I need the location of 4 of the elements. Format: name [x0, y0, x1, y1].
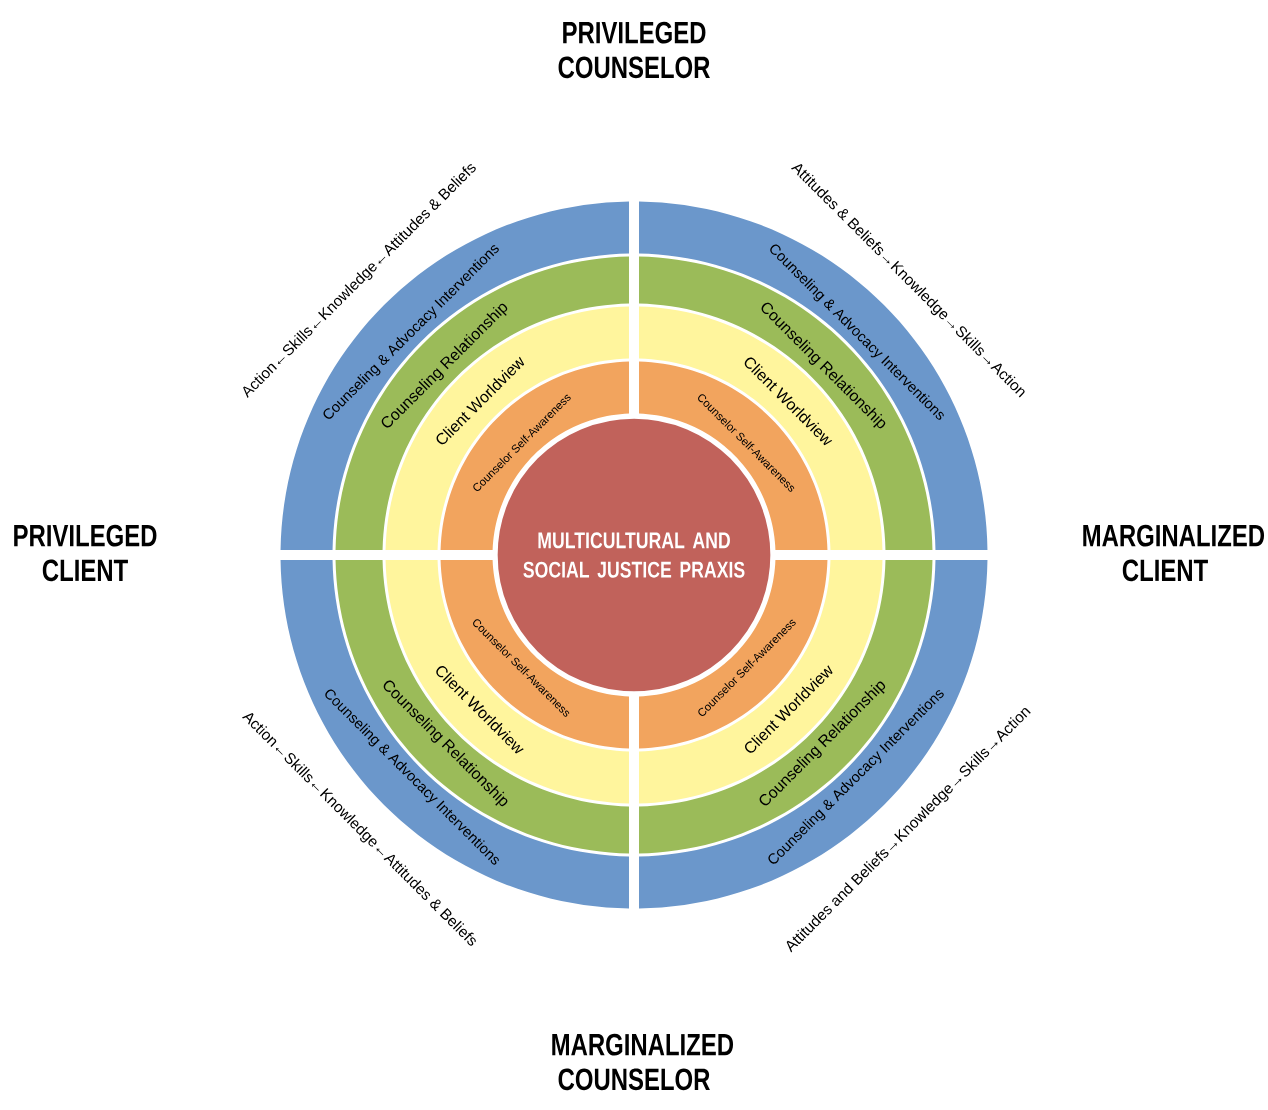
side-heading: MARGINALIZED COUNSELOR [552, 1033, 734, 1091]
side-heading: PRIVILEGED CLIENT [14, 524, 157, 582]
side-heading: PRIVILEGED COUNSELOR [558, 21, 710, 79]
side-heading: MARGINALIZED CLIENT [1083, 524, 1265, 582]
